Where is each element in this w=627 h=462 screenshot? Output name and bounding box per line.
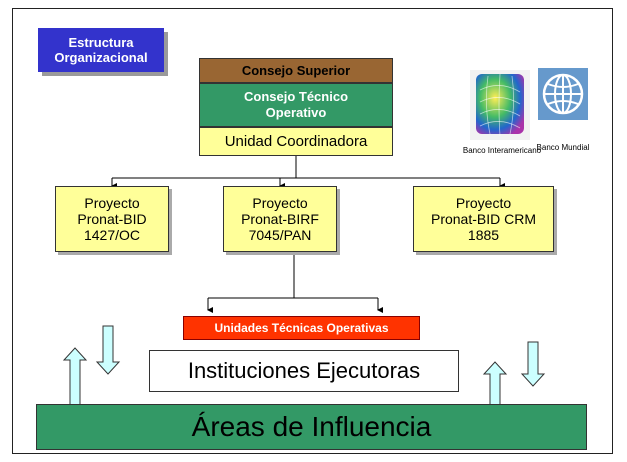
- consejo-tecnico-line-2: Operativo: [265, 105, 327, 120]
- bm-label: Banco Mundial: [536, 143, 590, 152]
- consejo-superior-box: Consejo Superior: [199, 58, 393, 83]
- project-box-1: Proyecto Pronat-BID 1427/OC: [55, 186, 169, 252]
- title-line-1: Estructura: [68, 35, 134, 50]
- project-2-line-2: Pronat-BIRF: [241, 211, 319, 227]
- consejo-tecnico-box: Consejo Técnico Operativo: [199, 83, 393, 127]
- instituciones-label: Instituciones Ejecutoras: [187, 358, 421, 383]
- consejo-superior-label: Consejo Superior: [241, 63, 351, 78]
- project-1-line-2: Pronat-BID: [77, 211, 147, 227]
- bm-logo: [538, 68, 588, 120]
- project-2-line-1: Proyecto: [252, 195, 308, 211]
- title-badge: Estructura Organizacional: [38, 28, 164, 72]
- bid-label: Banco Interamericano: [462, 146, 542, 155]
- consejo-tecnico-line-1: Consejo Técnico: [243, 89, 349, 104]
- unidad-coordinadora-label: Unidad Coordinadora: [224, 133, 368, 150]
- unidad-coordinadora-box: Unidad Coordinadora: [199, 127, 393, 156]
- project-3-line-2: Pronat-BID CRM: [430, 211, 537, 227]
- project-3-line-1: Proyecto: [455, 195, 512, 211]
- bid-logo-icon: [470, 70, 530, 140]
- project-1-line-3: 1427/OC: [83, 227, 141, 243]
- project-box-3: Proyecto Pronat-BID CRM 1885: [413, 186, 554, 252]
- down-arrow-right: [520, 341, 546, 387]
- project-box-2: Proyecto Pronat-BIRF 7045/PAN: [223, 186, 337, 252]
- areas-label: Áreas de Influencia: [191, 411, 432, 442]
- project-2-line-3: 7045/PAN: [248, 227, 312, 243]
- down-arrow-left: [95, 325, 121, 375]
- up-arrow-right: [482, 361, 508, 406]
- unidades-tecnicas-label: Unidades Técnicas Operativas: [214, 321, 389, 335]
- instituciones-box: Instituciones Ejecutoras: [149, 350, 459, 392]
- unidades-tecnicas-box: Unidades Técnicas Operativas: [183, 316, 420, 340]
- project-1-line-1: Proyecto: [84, 195, 140, 211]
- bid-logo: [470, 70, 530, 140]
- bm-logo-icon: [542, 73, 584, 115]
- project-3-line-3: 1885: [467, 227, 500, 243]
- title-line-2: Organizacional: [54, 50, 148, 65]
- areas-box: Áreas de Influencia: [36, 404, 587, 450]
- up-arrow-left: [62, 347, 88, 406]
